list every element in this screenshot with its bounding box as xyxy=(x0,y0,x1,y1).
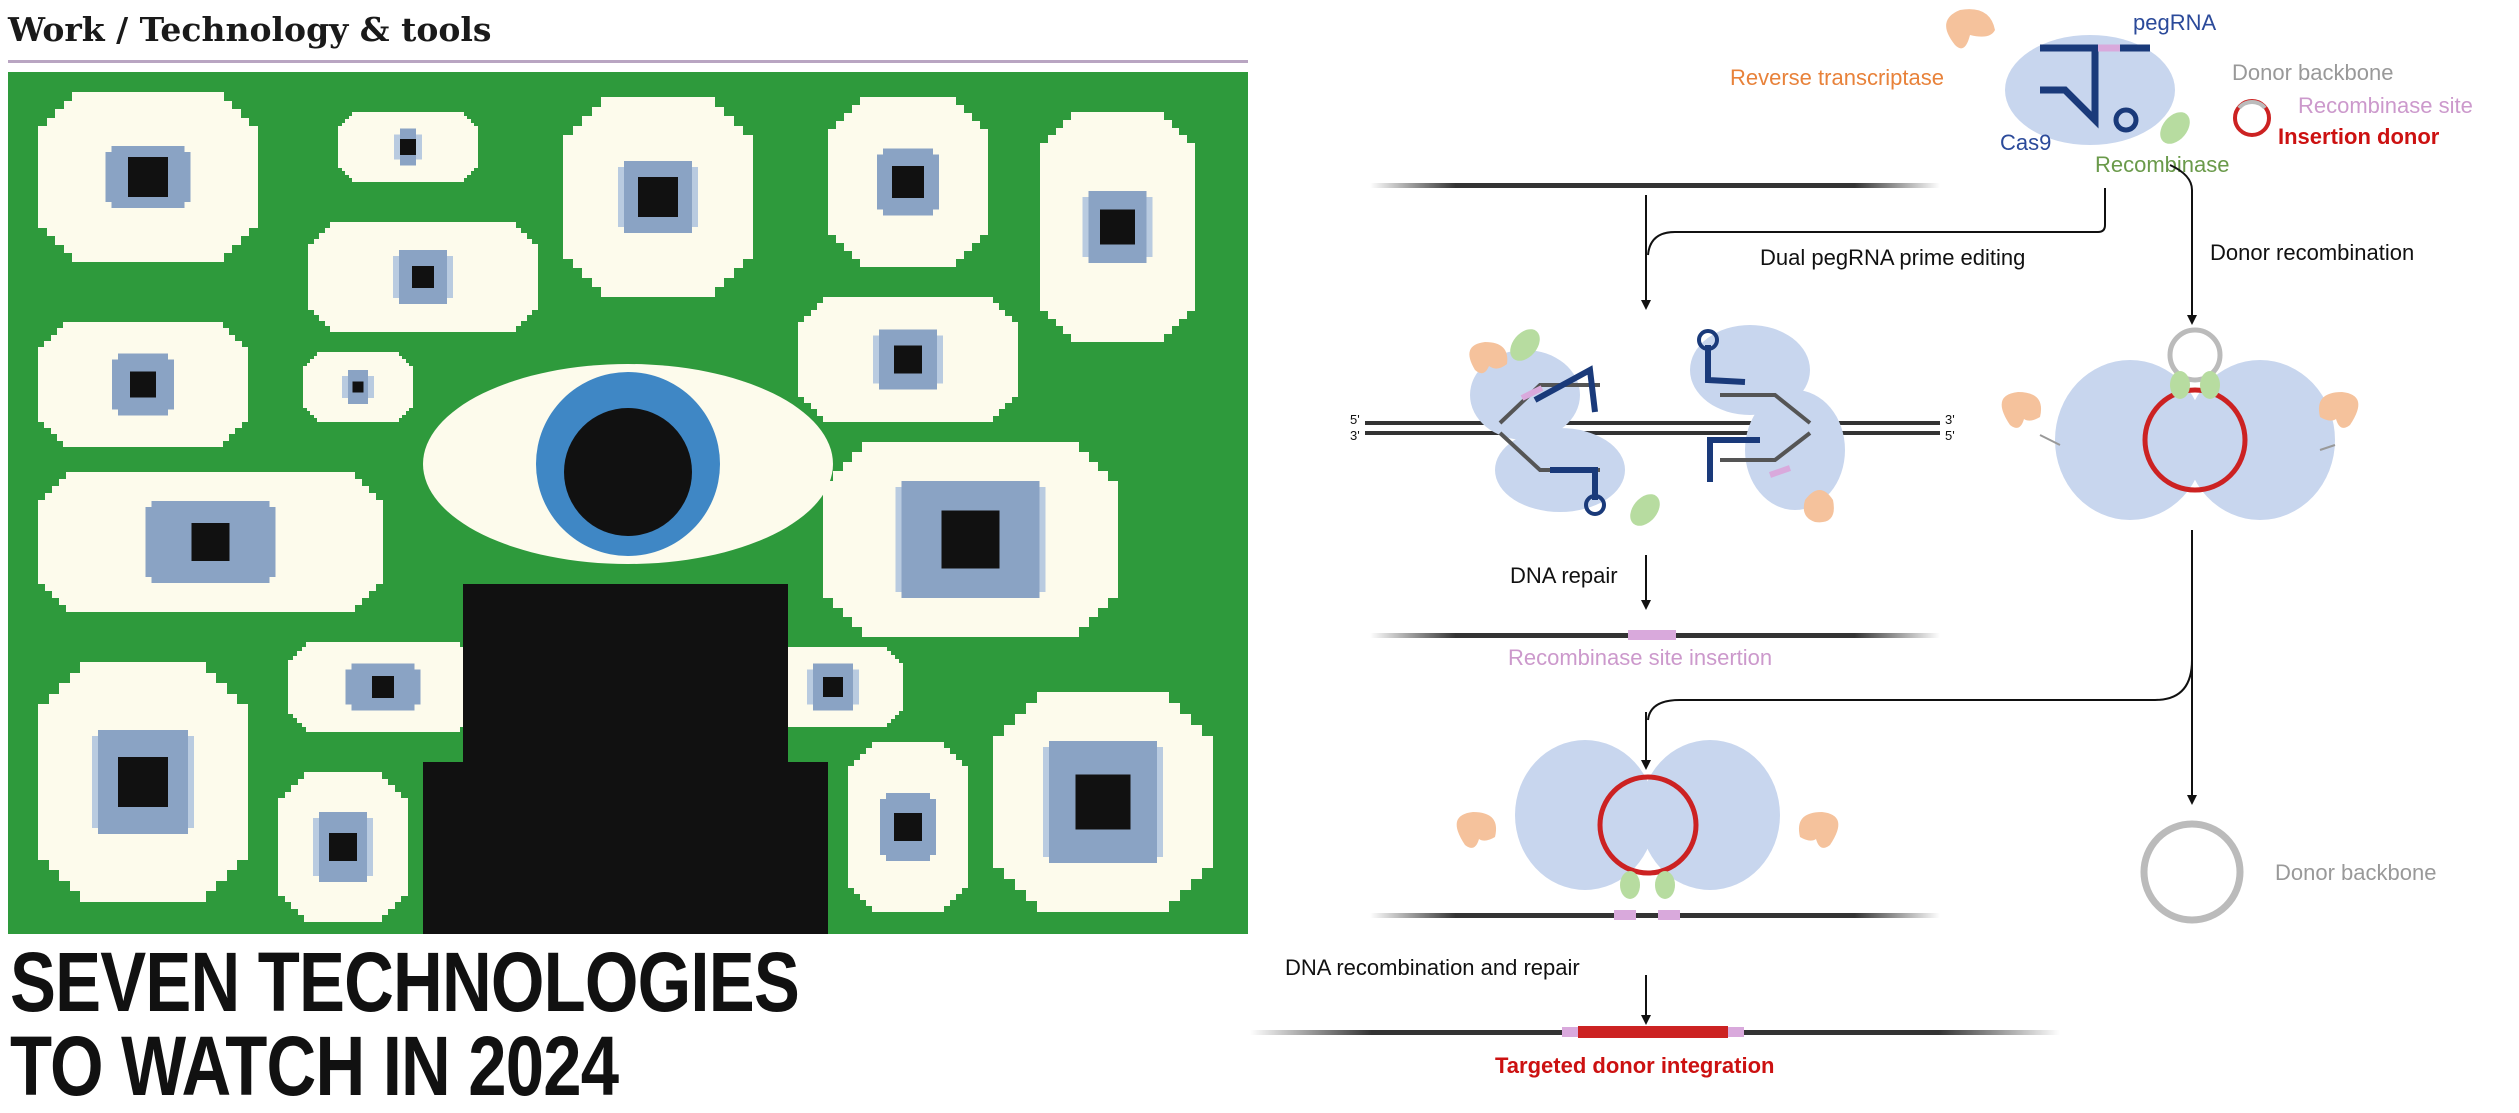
legend-pegrna: pegRNA xyxy=(2133,10,2216,35)
donor-circle-int xyxy=(1597,774,1699,876)
recombinase-left xyxy=(1510,329,1540,361)
legend-cluster: pegRNA Reverse transcriptase Cas9 Recomb… xyxy=(1730,9,2473,177)
rt-right xyxy=(1803,490,1834,523)
pegrna-right-b xyxy=(1707,437,1760,482)
donor-backbone-result-icon xyxy=(2140,820,2244,924)
recombinase-donor-right xyxy=(2200,371,2220,399)
step-dna-repair: DNA repair xyxy=(1510,563,1618,588)
donor-legend-backbone-arc xyxy=(2237,100,2267,110)
linker-left xyxy=(2039,434,2061,446)
step-dual-pegrna: Dual pegRNA prime editing xyxy=(1760,245,2025,270)
eye-icon xyxy=(763,647,903,727)
arrow-right-legend-connect xyxy=(2169,164,2193,191)
cas9-right-bottom xyxy=(1745,390,1845,510)
arrow-right-merge xyxy=(1647,530,2193,721)
figure-silhouette xyxy=(423,584,828,934)
headline-line-2: TO WATCH IN 2024 xyxy=(10,1019,619,1113)
donor-circle xyxy=(2142,387,2248,493)
eye-field xyxy=(38,92,1213,922)
strand-label-left-bottom: 3' xyxy=(1350,428,1360,443)
eye-icon xyxy=(288,642,478,732)
recombinase-site-mark xyxy=(1628,630,1676,640)
integration-complex xyxy=(1370,740,1940,920)
dna-strand-int xyxy=(1370,913,1940,918)
step-recombination-repair: DNA recombination and repair xyxy=(1285,955,1580,980)
eye-icon xyxy=(828,97,988,267)
eye-icon xyxy=(563,97,753,297)
strand-label-right-top: 3' xyxy=(1945,412,1955,427)
strand-label-left-top: 5' xyxy=(1350,412,1360,427)
legend-recombinase: Recombinase xyxy=(2095,152,2230,177)
eye-icon xyxy=(38,472,383,612)
step-donor-recombination: Donor recombination xyxy=(2210,240,2414,265)
recombinase-int-left xyxy=(1620,871,1640,899)
step-site-insertion: Recombinase site insertion xyxy=(1508,645,1772,670)
pegrna-legend-icon xyxy=(2040,44,2099,129)
pegrna-loop-icon xyxy=(2113,107,2139,133)
pegrna-loop-right xyxy=(1697,329,1719,351)
headline-line-1: SEVEN TECHNOLOGIES xyxy=(10,935,800,1029)
donor-integrated-segment xyxy=(1578,1026,1728,1038)
pegrna-left-a xyxy=(1533,365,1598,413)
recombinase-donor-left xyxy=(2170,371,2190,399)
rt-legend-icon xyxy=(1946,9,1995,49)
eye-icon xyxy=(993,692,1213,912)
divider xyxy=(8,60,1248,63)
bubble-right xyxy=(1720,393,1812,462)
recombinase-int-right xyxy=(1655,871,1675,899)
recombinase-legend-icon xyxy=(2160,112,2190,144)
legend-cas9: Cas9 xyxy=(2000,130,2051,155)
cas9-legend-icon xyxy=(2005,35,2175,145)
eye-icon xyxy=(303,352,413,422)
cas9-int-left xyxy=(1515,740,1655,890)
headline[interactable]: SEVEN TECHNOLOGIES TO WATCH IN 2024 xyxy=(10,935,800,1113)
rt-left xyxy=(1469,342,1508,374)
rt-int-left xyxy=(1456,812,1497,848)
rt-int-right xyxy=(1798,812,1839,848)
rt-donor-left xyxy=(2001,392,2042,428)
site-final-left xyxy=(1562,1027,1578,1037)
pegrna-site-right xyxy=(1769,465,1791,478)
legend-reverse-transcriptase: Reverse transcriptase xyxy=(1730,65,1944,90)
eye-icon xyxy=(1040,112,1195,342)
cas9-right-top xyxy=(1690,325,1810,415)
eyes-illustration-icon xyxy=(8,72,1248,934)
legend-recombinase-site: Recombinase site xyxy=(2298,93,2473,118)
eye-icon xyxy=(38,662,248,902)
site-final-right xyxy=(1728,1027,1744,1037)
central-pupil xyxy=(564,408,692,536)
eye-icon xyxy=(798,297,1018,422)
donor-recombinase-complex xyxy=(2001,327,2359,520)
eye-icon xyxy=(278,772,408,922)
site-int-left xyxy=(1614,910,1636,920)
eye-icon xyxy=(848,742,968,912)
eye-icon xyxy=(308,222,538,332)
pegrna-loop-left xyxy=(1584,494,1606,516)
recombinase-right xyxy=(1630,494,1660,526)
section-label[interactable]: Work / Technology & tools xyxy=(8,10,492,49)
legend-insertion-donor: Insertion donor xyxy=(2278,124,2440,149)
prime-editing-complex: 5' 3' 3' 5' xyxy=(1350,325,1955,526)
dna-strand-top xyxy=(1370,183,1940,188)
donor-backbone-top xyxy=(2167,327,2223,383)
cas9-int-right xyxy=(1640,740,1780,890)
pegrna-right-a xyxy=(1705,345,1746,385)
linker-right xyxy=(2319,444,2336,451)
rt-donor-right xyxy=(2318,392,2359,428)
pegrna-left-b xyxy=(1550,467,1598,500)
step-targeted-integration: Targeted donor integration xyxy=(1495,1053,1774,1078)
site-int-right xyxy=(1658,910,1680,920)
arrow-branch-from-legend xyxy=(1647,188,2106,256)
eye-icon xyxy=(38,322,248,447)
strand-label-right-bottom: 5' xyxy=(1945,428,1955,443)
prime-editing-diagram: pegRNA Reverse transcriptase Cas9 Recomb… xyxy=(1250,9,2473,1078)
step-donor-backbone-result: Donor backbone xyxy=(2275,860,2436,885)
eye-icon xyxy=(338,112,478,182)
eye-icon xyxy=(823,442,1118,637)
legend-donor-backbone: Donor backbone xyxy=(2232,60,2393,85)
eye-icon xyxy=(38,92,258,262)
pegrna-site-left xyxy=(1520,385,1544,401)
